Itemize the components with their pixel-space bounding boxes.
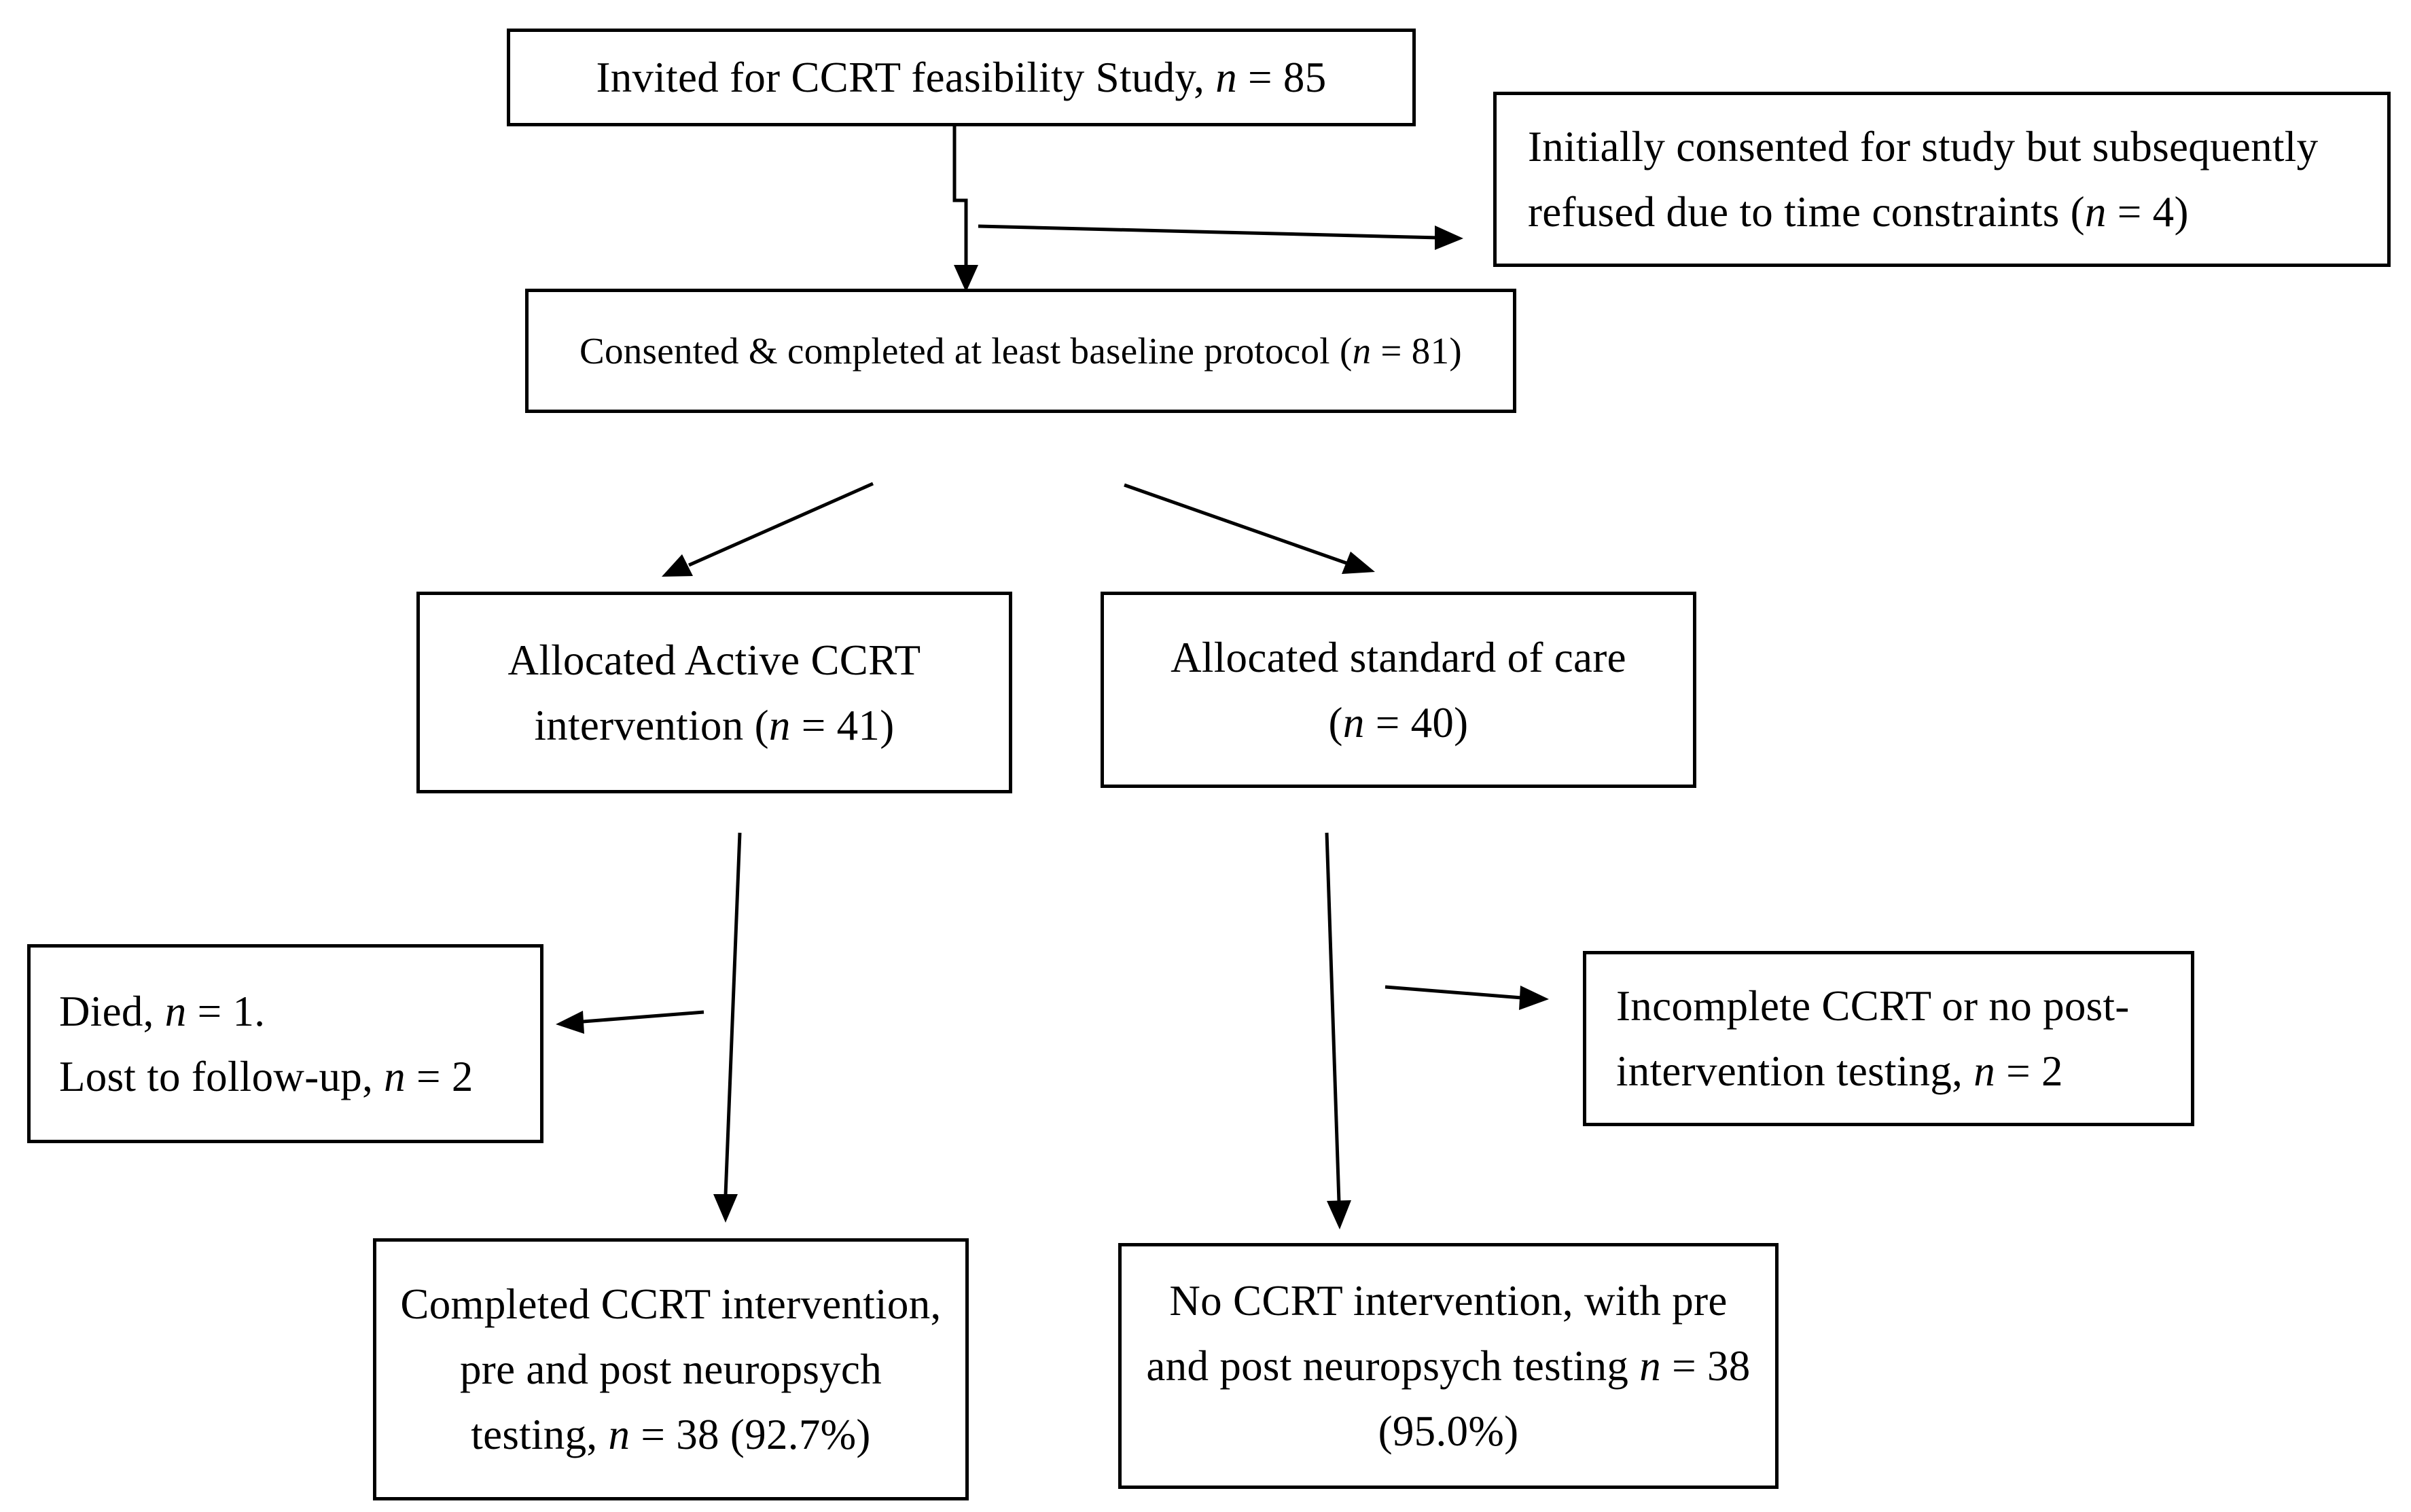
incomplete-line2-prefix: intervention testing, <box>1616 1047 1974 1095</box>
completed-standard-box: No CCRT intervention, with pre and post … <box>1118 1243 1779 1489</box>
completed-active-n-symbol: n <box>608 1411 630 1458</box>
arrowhead-completed-standard <box>1327 1200 1351 1229</box>
refused-line1: Initially consented for study but subseq… <box>1528 123 2319 170</box>
standard-care-box: Allocated standard of care (n = 40) <box>1101 592 1696 788</box>
consented-prefix: Consented & completed at least baseline … <box>579 329 1353 372</box>
active-line2-prefix: intervention ( <box>534 701 769 749</box>
completed-active-box: Completed CCRT intervention, pre and pos… <box>373 1238 969 1500</box>
arrowhead-standard <box>1342 552 1375 574</box>
consented-box: Consented & completed at least baseline … <box>525 289 1516 413</box>
invited-n-symbol: n <box>1215 54 1237 101</box>
active-line2: intervention (n = 41) <box>535 693 895 758</box>
active-line2-suffix: = 41) <box>790 701 895 749</box>
completed-standard-n-symbol: n <box>1639 1342 1662 1390</box>
completed-standard-line1: No CCRT intervention, with pre <box>1169 1277 1728 1325</box>
arrow-active-to-completed <box>724 832 742 1196</box>
invited-label: Invited for CCRT feasibility Study, <box>596 54 1216 101</box>
completed-standard-line3: (95.0%) <box>1378 1407 1519 1455</box>
arrowhead-incomplete <box>1519 986 1549 1010</box>
active-n-symbol: n <box>768 701 791 749</box>
died-line1: Died, n = 1. <box>59 979 265 1044</box>
consented-n-symbol: n <box>1352 329 1372 372</box>
incomplete-line2: intervention testing, n = 2 <box>1616 1039 2063 1104</box>
lost-line2-prefix: Lost to follow-up, <box>59 1052 385 1100</box>
arrow-to-active <box>687 482 874 567</box>
lost-n-symbol: n <box>384 1052 406 1100</box>
refused-n-symbol: n <box>2084 188 2107 236</box>
died-lost-box: Died, n = 1. Lost to follow-up, n = 2 <box>27 944 543 1143</box>
standard-n-symbol: n <box>1342 698 1365 746</box>
completed-active-line3-suffix: = 38 (92.7%) <box>630 1411 871 1458</box>
incomplete-box: Incomplete CCRT or no post- intervention… <box>1583 951 2194 1126</box>
arrow-to-refused <box>978 224 1440 240</box>
invited-box: Invited for CCRT feasibility Study, n = … <box>507 29 1416 126</box>
incomplete-line1: Incomplete CCRT or no post- <box>1616 982 2130 1030</box>
completed-standard-line2: and post neuropsych testing n = 38 <box>1146 1333 1750 1399</box>
arrow-standard-to-completed <box>1325 832 1341 1203</box>
died-line1-suffix: = 1. <box>186 987 266 1035</box>
invited-n-value: = 85 <box>1237 54 1327 101</box>
arrow-to-standard <box>1124 483 1347 565</box>
invited-text: Invited for CCRT feasibility Study, n = … <box>596 45 1326 110</box>
incomplete-line2-suffix: = 2 <box>1995 1047 2063 1095</box>
refused-line2: refused due to time constraints (n = 4) <box>1528 179 2189 245</box>
standard-line1: Allocated standard of care <box>1171 633 1626 681</box>
refused-box: Initially consented for study but subseq… <box>1493 92 2391 267</box>
refused-line2-suffix: = 4) <box>2106 188 2189 236</box>
completed-active-line1: Completed CCRT intervention, <box>400 1280 942 1328</box>
completed-standard-line2-suffix: = 38 <box>1661 1342 1751 1390</box>
consented-text: Consented & completed at least baseline … <box>579 319 1462 384</box>
died-n-symbol: n <box>164 987 187 1035</box>
completed-active-line3: testing, n = 38 (92.7%) <box>471 1402 870 1467</box>
refused-line2-prefix: refused due to time constraints ( <box>1528 188 2085 236</box>
standard-line2-suffix: = 40) <box>1364 698 1469 746</box>
active-ccrt-box: Allocated Active CCRT intervention (n = … <box>416 592 1012 793</box>
lost-line2-suffix: = 2 <box>405 1052 474 1100</box>
active-line1: Allocated Active CCRT <box>507 636 921 684</box>
died-line1-prefix: Died, <box>59 987 165 1035</box>
arrow-to-incomplete <box>1385 985 1522 1000</box>
arrow-invited-to-consented <box>952 126 968 269</box>
incomplete-n-symbol: n <box>1974 1047 1996 1095</box>
arrowhead-refused <box>1435 226 1463 250</box>
arrow-to-died <box>582 1010 704 1024</box>
arrowhead-completed-active <box>713 1194 738 1223</box>
standard-line2-prefix: ( <box>1328 698 1343 746</box>
arrowhead-died <box>556 1011 584 1034</box>
completed-active-line2: pre and post neuropsych <box>460 1346 882 1393</box>
died-line2: Lost to follow-up, n = 2 <box>59 1044 474 1109</box>
completed-active-line3-prefix: testing, <box>471 1411 609 1458</box>
arrowhead-active <box>662 554 693 577</box>
standard-line2: (n = 40) <box>1329 690 1469 755</box>
consented-suffix: = 81) <box>1371 329 1463 372</box>
arrowhead-consented <box>954 265 978 292</box>
completed-standard-line2-prefix: and post neuropsych testing <box>1146 1342 1640 1390</box>
